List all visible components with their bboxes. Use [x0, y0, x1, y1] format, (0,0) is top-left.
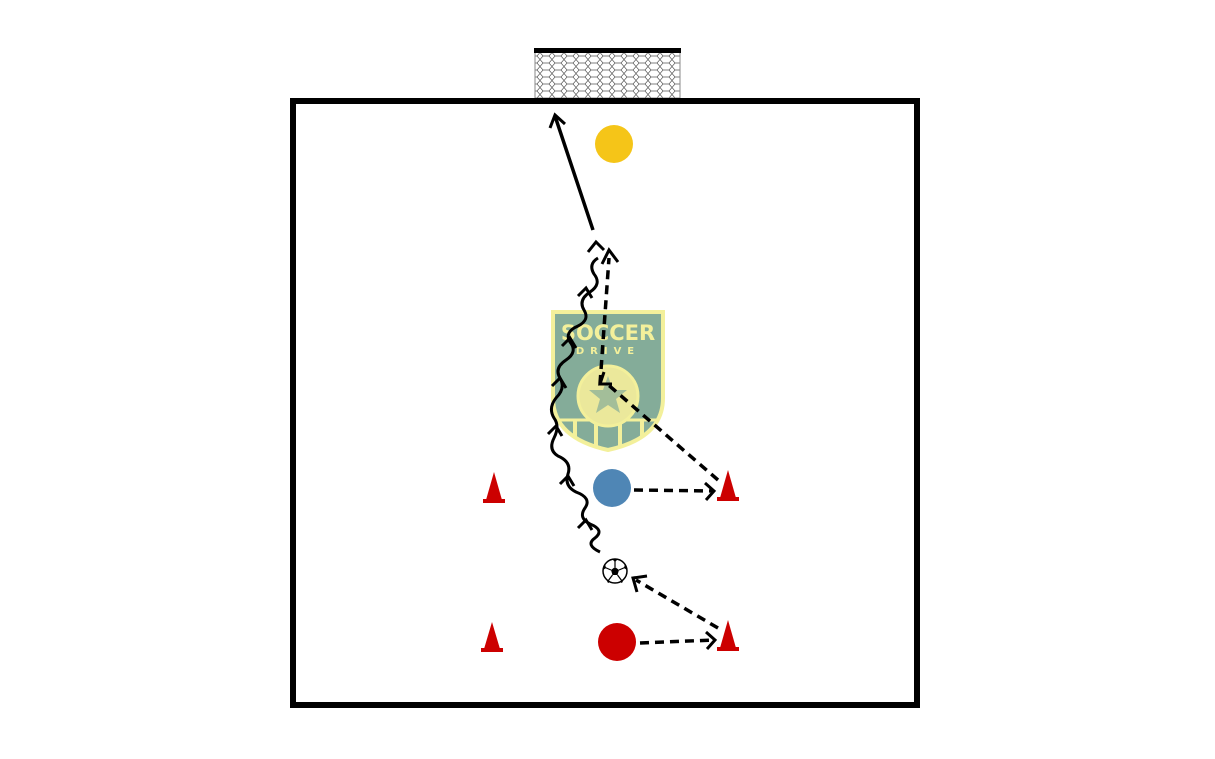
pass-cone-upfield: [597, 247, 720, 482]
shot-on-goal: [548, 112, 595, 231]
cone: [481, 622, 503, 652]
logo-text-drive: DRIVE: [576, 346, 640, 357]
goal-net: [534, 51, 681, 99]
soccer-ball-icon: [602, 558, 628, 584]
cone: [717, 470, 739, 501]
cones: [481, 470, 739, 652]
player-red: [598, 623, 636, 661]
dribble-ball-upfield: [546, 239, 606, 554]
pass-cone-to-ball: [631, 574, 719, 630]
goalkeeper-yellow: [595, 125, 633, 163]
logo-star-icon: [589, 376, 627, 413]
cone: [717, 620, 739, 651]
logo-text-soccer: SOCCER: [561, 321, 655, 345]
arrows: [546, 112, 720, 650]
pass-blue-to-cone: [633, 481, 717, 501]
goal: [534, 48, 681, 99]
player-blue: [593, 469, 631, 507]
pass-red-to-cone: [639, 630, 718, 650]
crossbar: [534, 48, 681, 53]
field-boundary: [290, 98, 920, 708]
cone: [483, 472, 505, 503]
